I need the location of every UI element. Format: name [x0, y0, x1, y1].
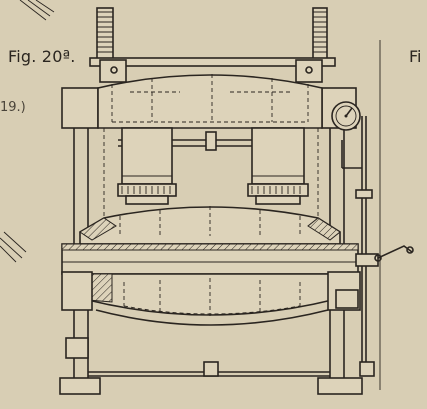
crank-handle-icon: [374, 245, 414, 262]
side-piping: [341, 40, 381, 390]
top-crossbar: [89, 57, 336, 83]
base-rods: [59, 289, 363, 395]
pressure-gauge-icon: [331, 101, 361, 131]
figure-label-right-fragment: Fi: [409, 47, 422, 66]
lower-platen: [87, 273, 333, 316]
cylinder-right: [247, 127, 309, 205]
cylinder-left: [117, 127, 177, 205]
side-reference-label: 19.): [0, 100, 26, 115]
upper-crown: [61, 74, 357, 129]
middle-bed: [61, 243, 359, 275]
upper-platen: [79, 206, 341, 245]
figure-label: Fig. 20ª.: [8, 47, 76, 66]
gear-rack-left: [96, 7, 114, 61]
gear-rack-right: [312, 7, 328, 61]
edge-sketch-mid-left: [0, 231, 27, 263]
edge-sketch-top-left: [19, 0, 55, 21]
